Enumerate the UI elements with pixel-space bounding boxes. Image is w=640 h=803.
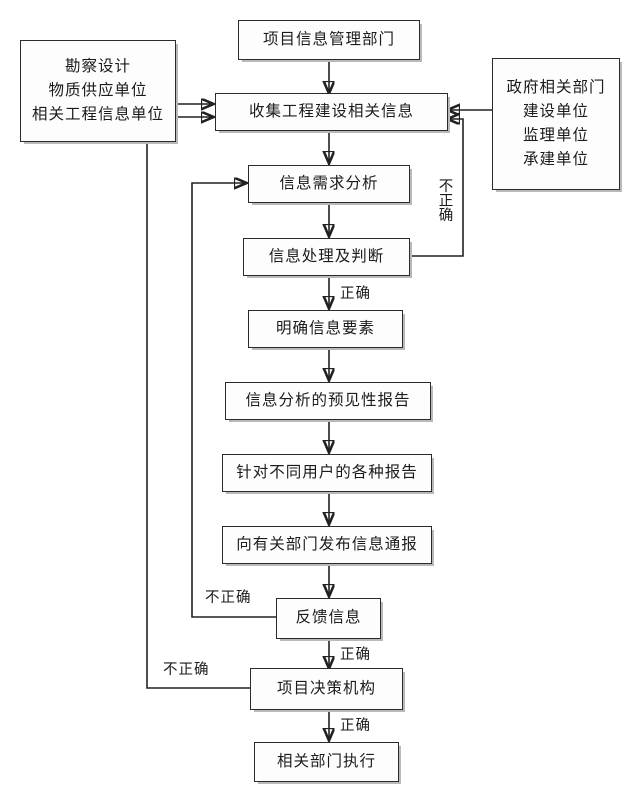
node-left-information-sources[interactable]: 勘察设计 物质供应单位 相关工程信息单位 (20, 40, 176, 142)
node-label-line-4: 承建单位 (522, 151, 589, 169)
node-collect-construction-information[interactable]: 收集工程建设相关信息 (215, 93, 448, 131)
node-label-line-3: 相关工程信息单位 (31, 106, 164, 123)
node-relevant-department-execution[interactable]: 相关部门执行 (254, 742, 399, 782)
node-label: 收集工程建设相关信息 (248, 102, 414, 120)
node-publish-information-bulletin[interactable]: 向有关部门发布信息通报 (222, 526, 432, 564)
node-project-decision-body[interactable]: 项目决策机构 (250, 668, 403, 710)
node-label-line-3: 监理单位 (522, 127, 589, 144)
node-label: 向有关部门发布信息通报 (236, 535, 418, 553)
node-reports-for-different-users[interactable]: 针对不同用户的各种报告 (222, 454, 432, 492)
node-label: 项目信息管理部门 (262, 30, 395, 48)
node-label: 信息处理及判断 (268, 247, 385, 265)
edge-label-correct-decision: 正确 (340, 718, 371, 734)
node-label: 信息需求分析 (279, 174, 379, 192)
node-label: 项目决策机构 (276, 679, 376, 697)
node-label: 针对不同用户的各种报告 (236, 463, 418, 481)
node-label-line-2: 物质供应单位 (48, 81, 148, 99)
node-label-line-1: 勘察设计 (64, 57, 131, 75)
node-right-information-sources[interactable]: 政府相关部门 建设单位 监理单位 承建单位 (492, 58, 620, 190)
node-label-line-1: 政府相关部门 (506, 78, 606, 96)
node-label: 明确信息要素 (275, 319, 375, 337)
node-information-demand-analysis[interactable]: 信息需求分析 (248, 165, 410, 203)
edge-label-incorrect-decision-loop: 不正确 (163, 662, 210, 678)
node-label: 相关部门执行 (276, 752, 376, 770)
node-information-processing-judgment[interactable]: 信息处理及判断 (243, 238, 410, 276)
edge-label-incorrect-feedback-loop: 不正确 (205, 590, 252, 606)
node-label: 信息分析的预见性报告 (245, 391, 411, 409)
edge-label-incorrect-process-loop: 不正确 (436, 178, 453, 222)
node-feedback-information[interactable]: 反馈信息 (276, 598, 381, 639)
edge-label-correct-feedback: 正确 (340, 647, 371, 663)
node-predictive-analysis-report[interactable]: 信息分析的预见性报告 (225, 382, 431, 420)
node-clarify-information-elements[interactable]: 明确信息要素 (248, 310, 403, 348)
edge-label-correct-process: 正确 (340, 286, 371, 302)
node-info-management-department[interactable]: 项目信息管理部门 (238, 20, 420, 60)
node-label: 反馈信息 (295, 609, 362, 627)
node-label-line-2: 建设单位 (522, 102, 589, 120)
